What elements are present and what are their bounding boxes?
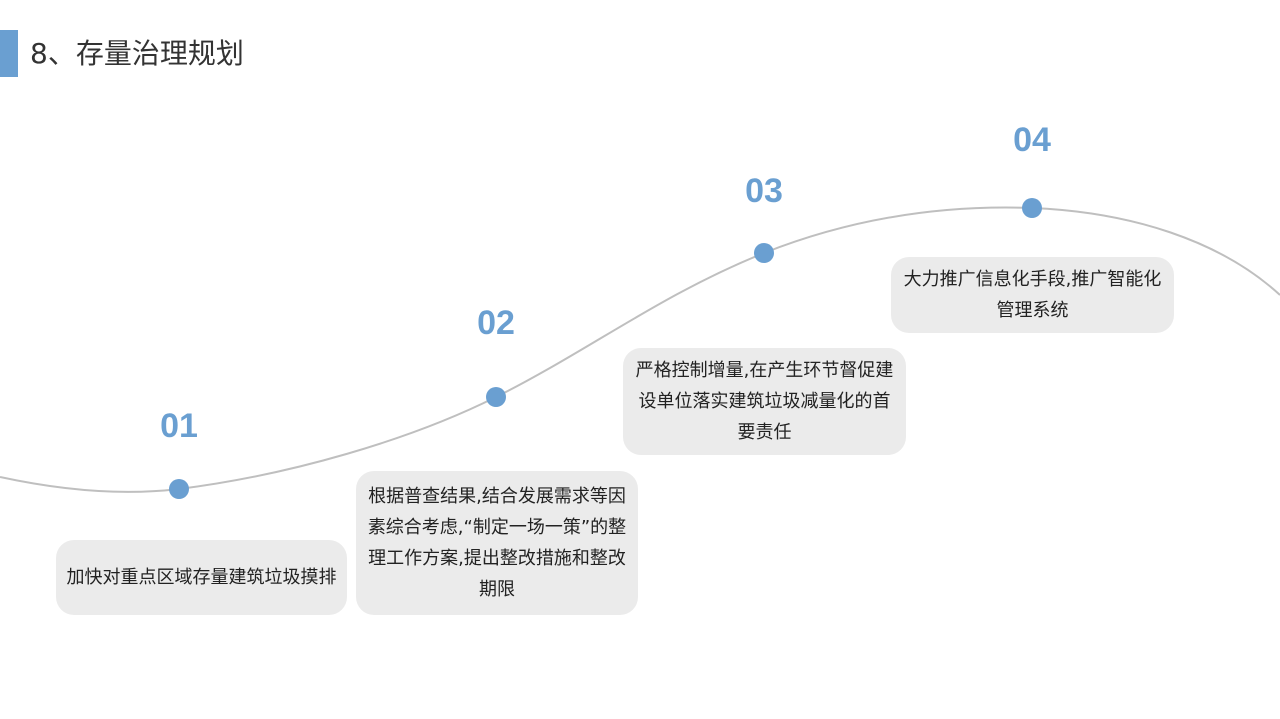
timeline-dot-04 [1022,198,1042,218]
step-text-04: 大力推广信息化手段,推广智能化管理系统 [903,269,1162,321]
step-box-04: 大力推广信息化手段,推广智能化管理系统 [891,257,1174,333]
timeline-dot-01 [169,479,189,499]
step-text-02: 根据普查结果,结合发展需求等因素综合考虑,“制定一场一策”的整理工作方案,提出整… [367,486,627,600]
title-accent-bar [0,30,18,77]
step-number-01: 01 [160,407,198,445]
step-box-02: 根据普查结果,结合发展需求等因素综合考虑,“制定一场一策”的整理工作方案,提出整… [356,471,638,615]
step-number-02: 02 [477,304,515,342]
step-box-03: 严格控制增量,在产生环节督促建设单位落实建筑垃圾减量化的首要责任 [623,348,906,455]
step-number-04: 04 [1013,121,1051,159]
step-number-03: 03 [745,172,783,210]
timeline-dot-03 [754,243,774,263]
step-text-03: 严格控制增量,在产生环节督促建设单位落实建筑垃圾减量化的首要责任 [635,360,894,443]
timeline-dot-02 [486,387,506,407]
page-title: 8、存量治理规划 [30,37,244,70]
step-text-01: 加快对重点区域存量建筑垃圾摸排 [66,567,337,588]
step-box-01: 加快对重点区域存量建筑垃圾摸排 [56,540,347,615]
